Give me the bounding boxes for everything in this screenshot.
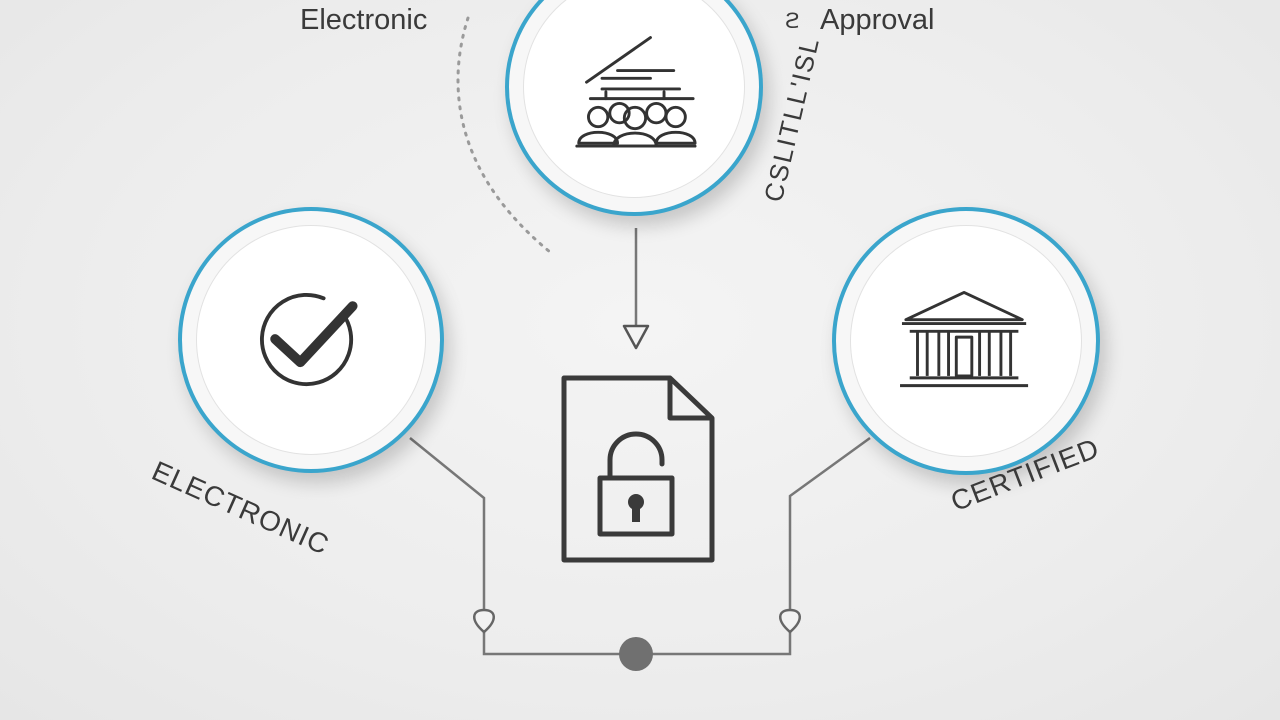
meeting-group-icon	[575, 36, 697, 148]
approval-circle	[505, 0, 763, 216]
checkmark-circle-icon	[259, 292, 358, 387]
center-node	[619, 637, 653, 671]
certified-circle	[832, 207, 1100, 475]
electronic-label-top: Electronic	[300, 4, 428, 36]
left-pin-marker	[473, 608, 495, 634]
bank-building-icon	[900, 291, 1029, 388]
approval-label: Approval	[820, 4, 935, 36]
right-connector	[788, 436, 871, 610]
arrow-head	[622, 324, 650, 350]
locked-document-icon	[561, 375, 715, 563]
electronic-circle	[178, 207, 444, 473]
left-connector	[409, 437, 486, 610]
dashed-arc	[456, 16, 552, 254]
approval-mark: ϩ	[785, 8, 800, 33]
right-pin-marker	[779, 608, 801, 634]
